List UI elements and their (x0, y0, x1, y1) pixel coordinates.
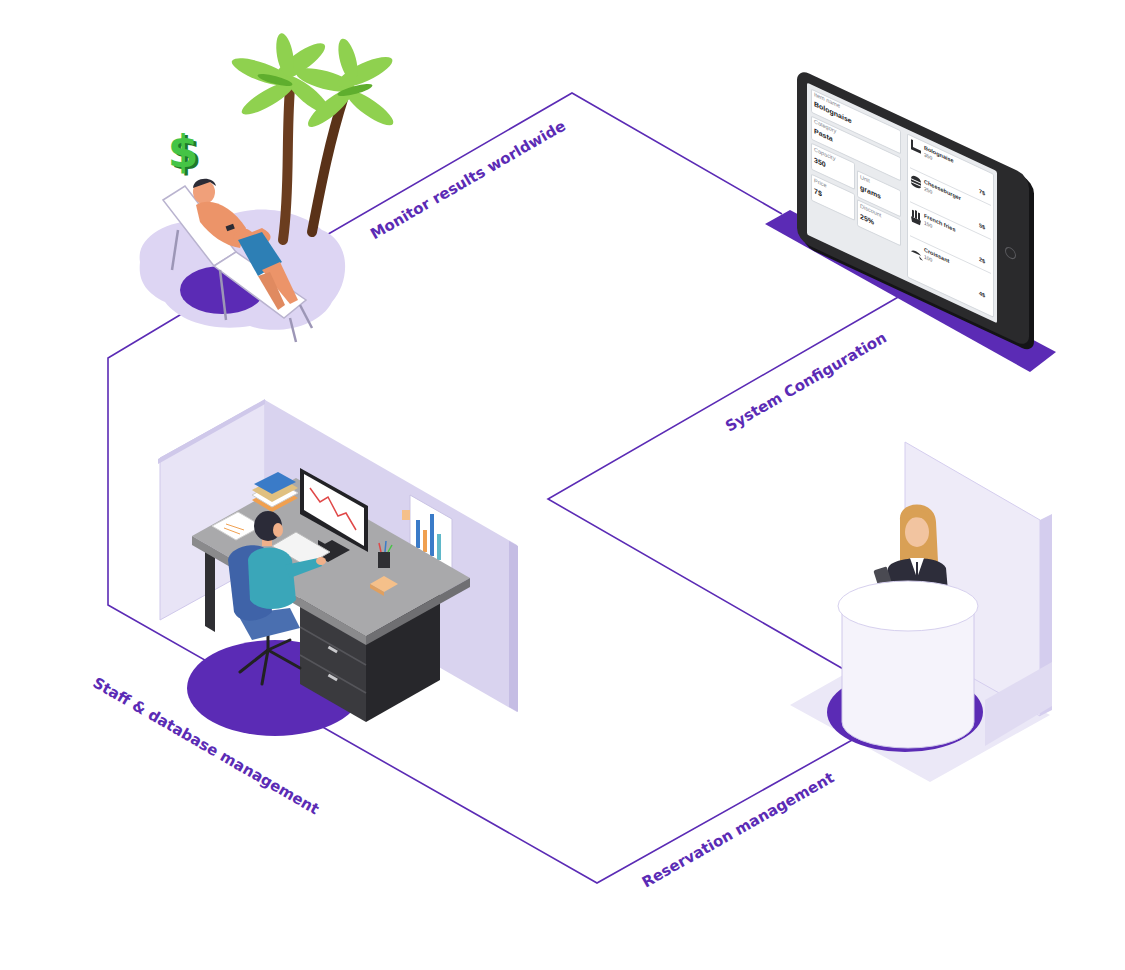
flow-label: System Configuration (722, 328, 890, 435)
office-scene (300, 468, 368, 552)
office-scene (379, 543, 381, 552)
office-scene (304, 474, 364, 546)
menu-icons (911, 139, 921, 154)
menu-icons (910, 168, 991, 206)
office-scene (224, 528, 240, 534)
beach-scene (335, 37, 362, 84)
menu-icons (918, 212, 920, 220)
beach-scene (257, 71, 374, 98)
beach-scene (172, 230, 178, 270)
menu-icons (911, 249, 921, 256)
office-scene (248, 548, 296, 609)
reception-scene (900, 505, 938, 563)
beach-scene (257, 71, 294, 88)
office-scene (273, 523, 283, 537)
office-scene (437, 534, 441, 560)
office-scene (262, 650, 268, 684)
office-scene (423, 530, 427, 552)
flow-line (108, 300, 870, 883)
beach-scene (226, 224, 235, 231)
reception-scene (838, 581, 978, 631)
reception-scene (790, 442, 1052, 782)
office-scene (192, 478, 470, 636)
menu-icons (910, 168, 991, 274)
beach-scene (229, 32, 398, 132)
office-scene (300, 655, 366, 693)
flow-line (292, 93, 782, 255)
home-button (1005, 245, 1016, 261)
reception-scene (904, 510, 932, 522)
office-scene (158, 399, 265, 464)
office-scene (254, 472, 296, 494)
beach-scene (193, 179, 216, 188)
office-scene (402, 510, 410, 520)
flow-label: Monitor results worldwide (367, 117, 568, 244)
office-scene (379, 541, 392, 552)
office-scene (370, 584, 384, 596)
menu-icons (911, 182, 921, 190)
menu-icons (919, 256, 923, 261)
beach-scene (300, 305, 312, 328)
office-scene (388, 545, 392, 552)
office-scene (240, 630, 300, 684)
menu-icons (912, 210, 914, 218)
menu-icons (910, 236, 991, 274)
beach-scene (140, 32, 398, 342)
beach-scene (273, 32, 296, 78)
beach-scene (220, 270, 226, 320)
dollar-sign: $ (168, 130, 199, 174)
office-scene (378, 552, 390, 568)
office-scene (268, 650, 300, 668)
office-scene (316, 557, 326, 565)
beach-scene (172, 230, 312, 342)
office-scene (416, 520, 420, 548)
office-scene (310, 488, 356, 530)
tablet-screen: Item nameBolognaiseCategoryPastaCapacity… (807, 83, 997, 324)
reception-scene (910, 558, 924, 578)
beach-scene (283, 88, 290, 240)
beach-scene (163, 186, 306, 318)
office-scene (226, 524, 244, 530)
office-scene (268, 640, 290, 650)
office-scene (224, 524, 244, 534)
menu-icons (911, 216, 921, 226)
office-scene (328, 646, 338, 654)
menu-icons (915, 210, 917, 219)
office-scene (192, 536, 366, 645)
menu-icons (807, 83, 997, 324)
beach-scene (337, 81, 374, 98)
office-scene (385, 541, 386, 552)
office-scene (509, 541, 518, 712)
reception-scene (985, 662, 1052, 746)
menu-icons (911, 139, 923, 261)
office-scene (430, 514, 434, 556)
menu-icons (910, 202, 991, 240)
reception-scene (905, 517, 929, 547)
office-scene (328, 674, 338, 682)
office-scene (158, 399, 518, 736)
beach-scene (258, 272, 285, 310)
flow-label: Reservation management (639, 769, 837, 892)
beach-scene (290, 318, 296, 342)
reception-scene (916, 562, 918, 578)
office-scene (254, 511, 282, 541)
